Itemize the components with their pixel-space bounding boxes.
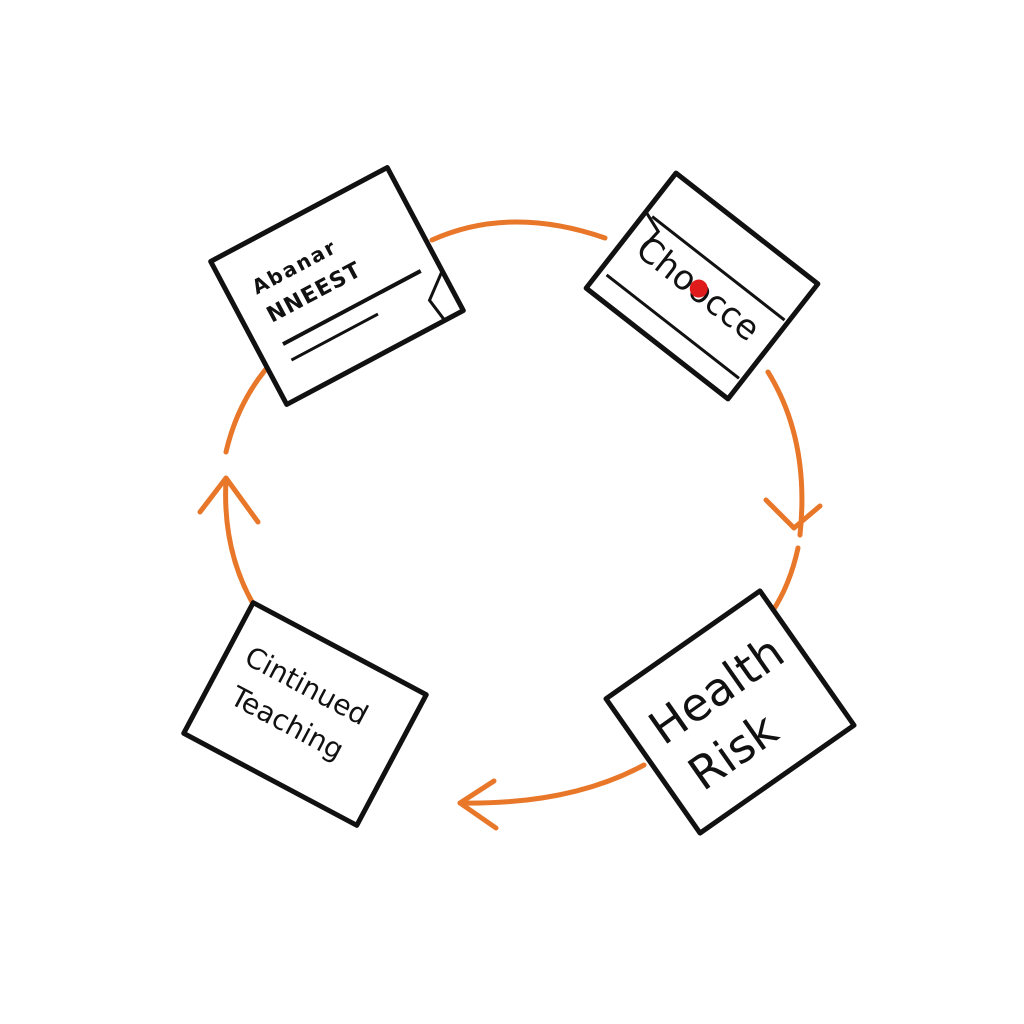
card-top-left: Abanar NNEEST xyxy=(208,165,466,407)
arrowhead-right xyxy=(763,497,823,531)
card-bottom-left: Cintinued Teaching xyxy=(181,600,429,828)
arc-left xyxy=(223,477,261,615)
arc-top xyxy=(429,219,608,243)
arrowhead-left xyxy=(197,475,261,525)
arc-right-lower xyxy=(769,545,801,615)
card-bottom-right: Health Risk xyxy=(603,588,857,836)
folded-corner-icon xyxy=(640,210,661,251)
arc-bottom xyxy=(457,762,647,806)
card-top-left-underline xyxy=(282,269,422,346)
card-top-right: Choocce xyxy=(583,170,821,402)
cycle-arrows xyxy=(197,219,823,831)
card-top-right-underline xyxy=(605,273,740,380)
arrowhead-bottom xyxy=(457,778,499,831)
card-top-left-underline2 xyxy=(290,312,379,362)
arc-left-upper xyxy=(223,359,275,455)
red-dot-icon xyxy=(689,279,708,298)
folded-corner-icon xyxy=(427,270,446,322)
arc-right xyxy=(765,369,805,538)
card-top-right-rule xyxy=(651,215,786,322)
